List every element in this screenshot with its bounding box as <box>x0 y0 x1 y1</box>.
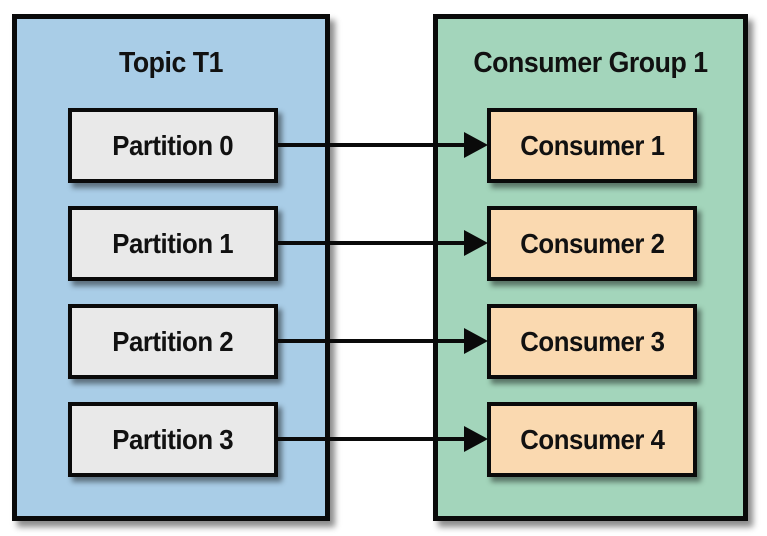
consumer-2-label: Consumer 2 <box>519 227 665 259</box>
partition-0-label: Partition 0 <box>112 129 234 161</box>
consumer-group-title: Consumer Group 1 <box>473 47 708 79</box>
consumer-3-label: Consumer 3 <box>519 325 665 357</box>
consumer-3-box: Consumer 3 <box>487 304 697 379</box>
consumer-1-label: Consumer 1 <box>519 129 665 161</box>
consumer-1-box: Consumer 1 <box>487 108 697 183</box>
partition-2-label: Partition 2 <box>112 325 234 357</box>
consumer-2-box: Consumer 2 <box>487 206 697 281</box>
partition-2-box: Partition 2 <box>68 304 278 379</box>
partition-1-box: Partition 1 <box>68 206 278 281</box>
partition-3-box: Partition 3 <box>68 402 278 477</box>
partition-3-label: Partition 3 <box>112 423 234 455</box>
partition-0-box: Partition 0 <box>68 108 278 183</box>
partition-1-label: Partition 1 <box>112 227 234 259</box>
consumer-4-box: Consumer 4 <box>487 402 697 477</box>
topic-title: Topic T1 <box>118 47 224 79</box>
consumer-4-label: Consumer 4 <box>519 423 665 455</box>
